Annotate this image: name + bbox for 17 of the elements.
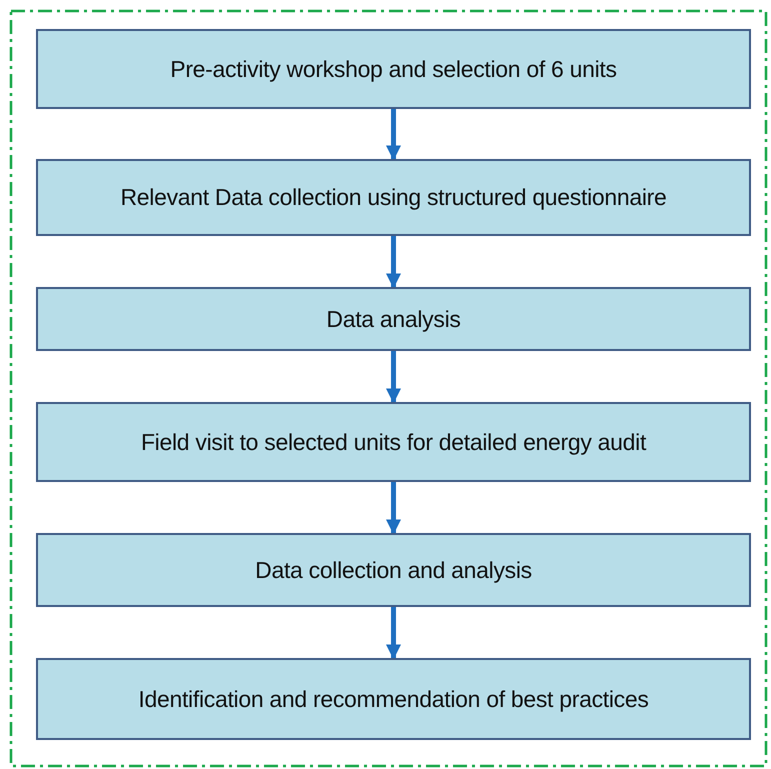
arrow <box>386 109 401 160</box>
process-box <box>36 159 751 236</box>
step-text: Identification and recommendation of best practices <box>138 686 649 712</box>
process-box <box>36 29 751 109</box>
step-text: Relevant Data collection using structured questionnaire <box>120 184 667 211</box>
arrow <box>386 482 401 534</box>
arrow <box>386 607 401 660</box>
process-box <box>36 658 751 740</box>
step-text: Data analysis <box>326 306 461 332</box>
step-text: Pre-activity workshop and selection of 6 units <box>170 56 617 82</box>
arrow <box>386 351 401 404</box>
process-box <box>36 402 751 482</box>
process-box <box>36 533 751 607</box>
step-text: Data collection and analysis <box>255 556 532 584</box>
step-text: Field visit to selected units for detailed energy audit <box>140 428 646 456</box>
arrow <box>386 236 401 288</box>
process-box <box>36 287 751 351</box>
